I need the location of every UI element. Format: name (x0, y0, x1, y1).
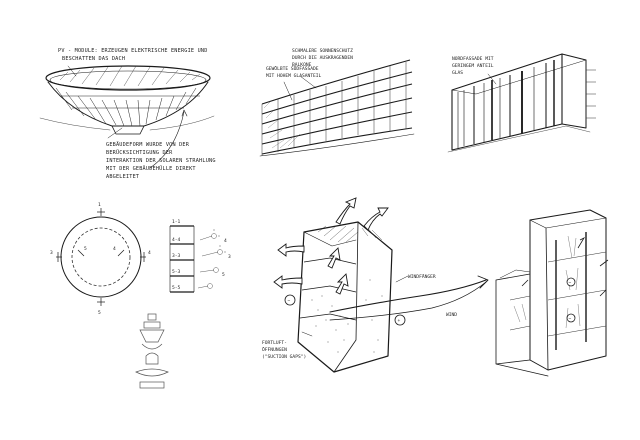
circle-label-top: 1 (98, 202, 101, 208)
plus-sign-right: + (398, 319, 401, 324)
sketch-dish-building (39, 65, 215, 169)
note-shading-line2: DURCH DIE AUSKRAGENDEN (292, 55, 353, 61)
note-building-form-line1: GEBÄUDEFORM WURDE VON DER (106, 141, 190, 148)
sketch-plan-circle (56, 208, 146, 306)
note-north-facade-line3: GLAS (452, 70, 463, 76)
section-level-5: 5-5 (172, 285, 181, 291)
note-building-form-line4: MIT DER GEBÄUDEHÜLLE DIREKT (106, 165, 196, 172)
note-pv-modules-line1: PV - MODULE: ERZEUGEN ELEKTRISCHE ENERGI… (58, 48, 208, 54)
sun-label-1: 4 (224, 238, 227, 244)
note-pv-modules-line2: BESCHATTEN DAS DACH (62, 56, 125, 62)
note-north-facade-line2: GERINGEM ANTEIL (452, 63, 494, 69)
circle-label-right: 4 (148, 250, 151, 256)
note-shading-line3: BALKONE (292, 62, 312, 68)
section-level-1: 1-1 (172, 219, 181, 225)
circle-label-inner-left: 5 (84, 246, 87, 252)
note-openings-line3: ("SUCTION GAPS") (262, 354, 306, 360)
note-south-facade-line1: GEWÖLBTE SÜDFASSADE (266, 65, 319, 72)
sketch-curved-facade (259, 59, 415, 157)
note-shading-line1: SCHMALERE SONNENSCHUTZ (292, 48, 353, 54)
minus-sign-left: − (288, 299, 291, 304)
sketch-section-levels (169, 225, 226, 293)
sketch-north-facade (447, 53, 596, 153)
section-level-3: 3-3 (172, 253, 181, 259)
circle-label-inner-right: 4 (113, 246, 116, 252)
circle-label-bottom: 5 (98, 310, 101, 316)
note-south-facade-line2: MIT HOHEM GLASANTEIL (266, 73, 322, 79)
label-wind: WIND (446, 312, 457, 318)
sketch-vertical-shaft (495, 209, 609, 377)
circle-label-left: 3 (50, 250, 53, 256)
section-level-2: 4-4 (172, 237, 181, 243)
note-openings-line2: ÖFFNUNGEN (262, 346, 287, 353)
sketch-totem (135, 313, 169, 389)
shaft-sign-upper: − (569, 281, 572, 286)
note-north-facade-line1: NORDFASSADE MIT (452, 56, 494, 62)
sun-label-2: 3 (228, 254, 231, 260)
note-openings-line1: FORTLUFT- (262, 340, 287, 346)
note-building-form-line3: INTERAKTION DER SOLAREN STRAHLUNG (106, 158, 216, 164)
note-building-form-line2: BERÜCKSICHTIGUNG DER (106, 149, 173, 156)
sketch-wind-catcher (273, 197, 489, 373)
sun-label-3: 5 (222, 272, 225, 278)
label-windfaenger: WINDFÄNGER (408, 273, 436, 280)
note-building-form-line5: ABGELEITET (106, 174, 139, 180)
shaft-sign-lower: − (569, 317, 572, 322)
section-level-4: 5-3 (172, 269, 181, 275)
